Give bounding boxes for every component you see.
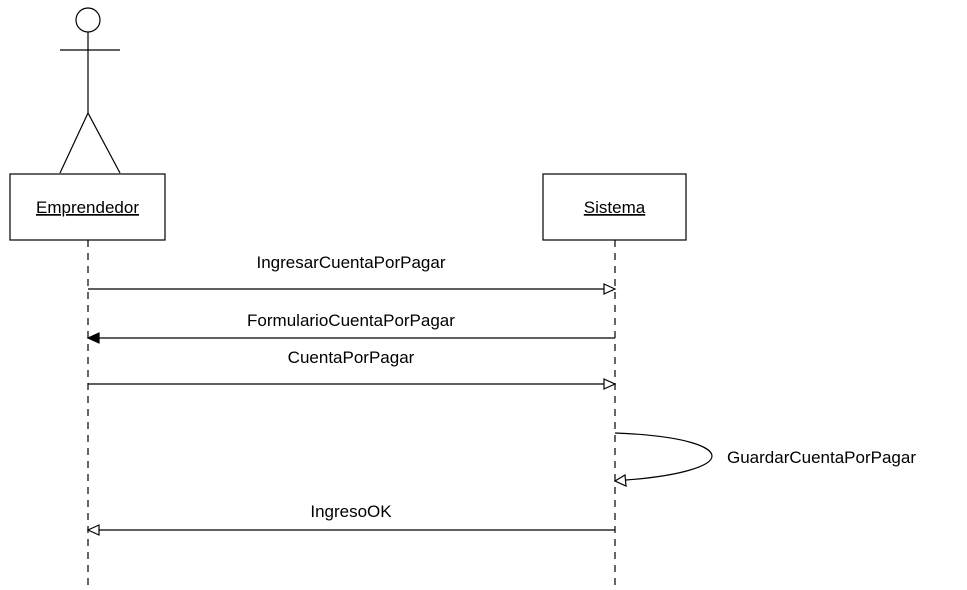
self-message-curve bbox=[614, 432, 713, 481]
message-guardar-cuenta: GuardarCuentaPorPagar bbox=[613, 432, 916, 487]
lifeline-box-emprendedor bbox=[9, 173, 166, 241]
message-formulario-cuenta: FormularioCuentaPorPagar bbox=[86, 311, 615, 344]
message-cuenta-por-pagar: CuentaPorPagar bbox=[88, 348, 617, 390]
message-ingresar-cuenta: IngresarCuentaPorPagar bbox=[88, 253, 617, 295]
filled-arrowhead-icon bbox=[86, 332, 100, 344]
lifeline-sistema: Sistema bbox=[542, 173, 687, 590]
lifeline-name-sistema: Sistema bbox=[584, 198, 646, 217]
message-label: IngresarCuentaPorPagar bbox=[256, 253, 445, 272]
actor-stick-figure bbox=[59, 7, 121, 174]
lifeline-box-sistema bbox=[542, 173, 687, 241]
message-label: GuardarCuentaPorPagar bbox=[727, 448, 916, 467]
open-arrowhead-icon bbox=[86, 524, 100, 536]
message-label: IngresoOK bbox=[310, 502, 392, 521]
lifeline-emprendedor: Emprendedor bbox=[9, 173, 166, 590]
message-label: CuentaPorPagar bbox=[288, 348, 415, 367]
message-label: FormularioCuentaPorPagar bbox=[247, 311, 455, 330]
actor-left-leg bbox=[59, 112, 89, 174]
open-arrowhead-icon bbox=[603, 283, 617, 295]
actor-right-leg bbox=[87, 112, 121, 174]
lifeline-name-emprendedor: Emprendedor bbox=[36, 198, 139, 217]
message-ingreso-ok: IngresoOK bbox=[86, 502, 615, 536]
open-arrowhead-icon bbox=[613, 473, 627, 487]
open-arrowhead-icon bbox=[603, 378, 617, 390]
actor-head bbox=[75, 7, 101, 33]
